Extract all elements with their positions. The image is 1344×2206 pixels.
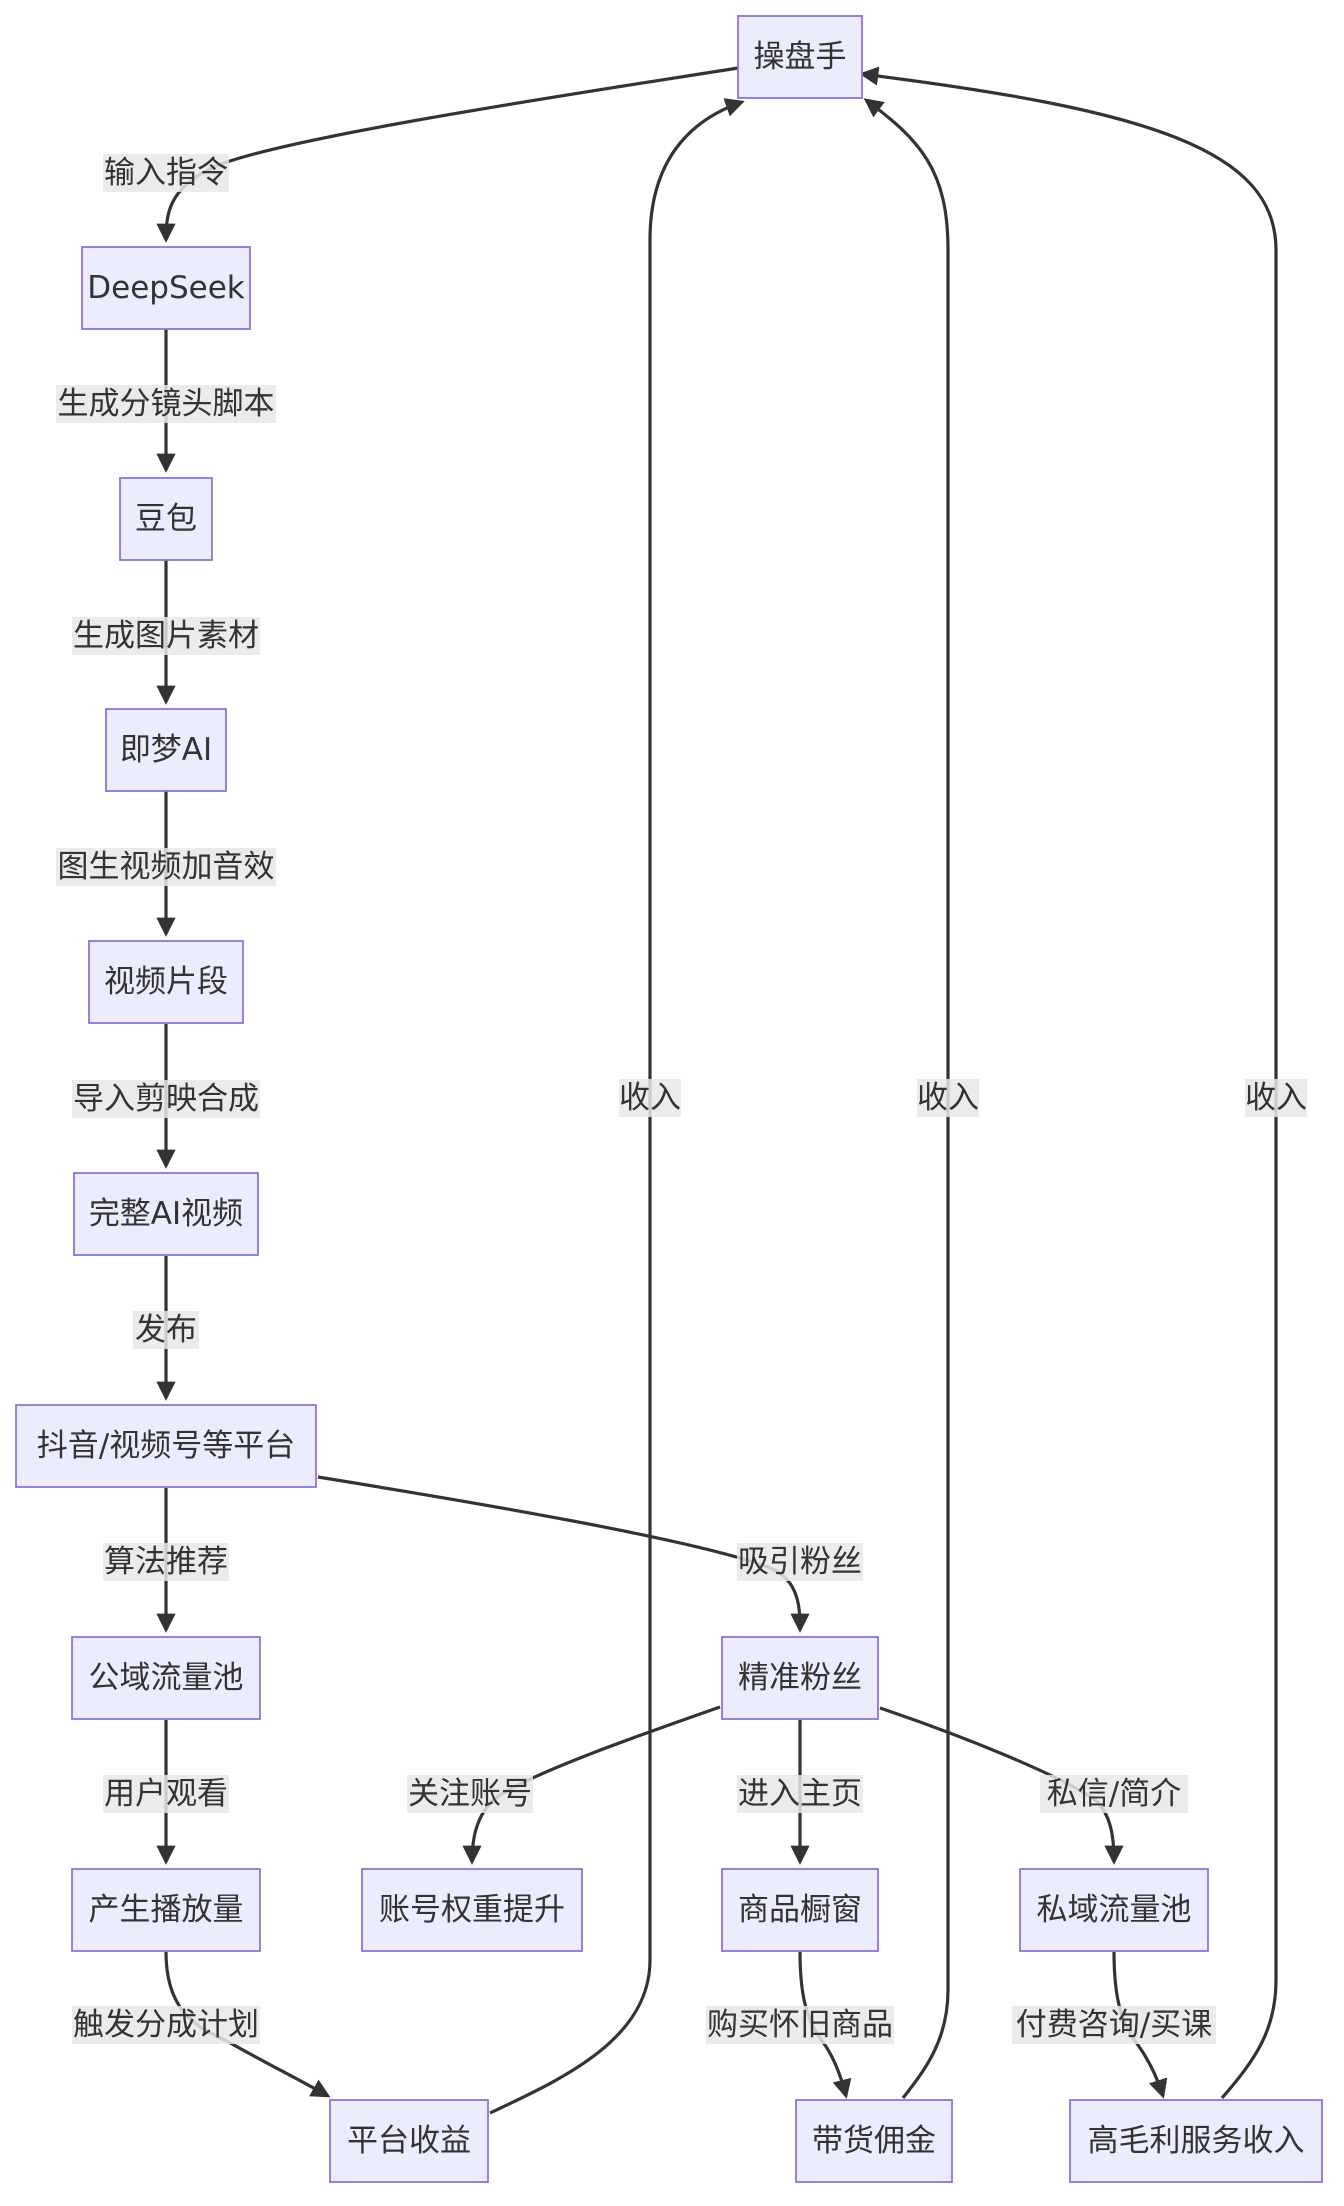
svg-text:豆包: 豆包: [135, 501, 197, 537]
svg-text:收入: 收入: [619, 1080, 681, 1116]
svg-text:账号权重提升: 账号权重提升: [379, 1892, 565, 1928]
node-private-pool[interactable]: 私域流量池: [1019, 1868, 1209, 1952]
edge-platform-fans: [317, 1475, 810, 1633]
node-operator[interactable]: 操盘手: [737, 15, 863, 99]
edge-label-income-1: 收入: [619, 1079, 681, 1117]
node-jimeng[interactable]: 即梦AI: [105, 708, 227, 792]
edge-label-algo: 算法推荐: [103, 1543, 229, 1581]
edge-label-income-2: 收入: [917, 1079, 979, 1117]
edge-label-trigger: 触发分成计划: [72, 2006, 260, 2044]
edge-label-gen-images: 生成图片素材: [72, 617, 260, 655]
svg-text:付费咨询/买课: 付费咨询/买课: [1016, 2007, 1212, 2043]
svg-text:完整AI视频: 完整AI视频: [89, 1196, 243, 1232]
svg-text:高毛利服务收入: 高毛利服务收入: [1088, 2123, 1305, 2159]
edge-platformincome-operator: [489, 98, 745, 2115]
node-account-weight[interactable]: 账号权重提升: [361, 1868, 583, 1952]
node-public-pool[interactable]: 公域流量池: [71, 1636, 261, 1720]
svg-text:生成图片素材: 生成图片素材: [73, 618, 259, 654]
edge-label-enter-home: 进入主页: [737, 1775, 863, 1813]
node-full-video[interactable]: 完整AI视频: [73, 1172, 259, 1256]
edge-label-watch: 用户观看: [103, 1775, 229, 1813]
edge-commission-operator: [863, 98, 950, 2099]
svg-text:进入主页: 进入主页: [738, 1776, 862, 1812]
node-deepseek[interactable]: DeepSeek: [81, 246, 251, 330]
edge-label-attract: 吸引粉丝: [737, 1543, 863, 1581]
node-commission[interactable]: 带货佣金: [795, 2099, 953, 2183]
edge-operator-deepseek: [156, 66, 739, 243]
edge-label-follow: 关注账号: [407, 1775, 533, 1813]
svg-text:发布: 发布: [135, 1312, 197, 1348]
edge-label-paid: 付费咨询/买课: [1012, 2006, 1216, 2044]
svg-text:精准粉丝: 精准粉丝: [738, 1660, 862, 1696]
svg-text:平台收益: 平台收益: [347, 2123, 471, 2159]
edge-label-buy: 购买怀旧商品: [706, 2006, 894, 2044]
edge-privatepool-serviceincome: [1112, 1951, 1168, 2099]
svg-text:输入指令: 输入指令: [104, 155, 228, 191]
svg-text:关注账号: 关注账号: [408, 1776, 532, 1812]
svg-text:收入: 收入: [1245, 1080, 1307, 1116]
svg-text:收入: 收入: [917, 1080, 979, 1116]
node-platform[interactable]: 抖音/视频号等平台: [15, 1404, 317, 1488]
svg-text:带货佣金: 带货佣金: [812, 2123, 936, 2159]
svg-text:生成分镜头脚本: 生成分镜头脚本: [58, 386, 275, 422]
svg-text:公域流量池: 公域流量池: [89, 1660, 244, 1696]
edge-label-income-3: 收入: [1245, 1079, 1307, 1117]
edge-serviceincome-operator: [859, 66, 1278, 2100]
svg-text:商品橱窗: 商品橱窗: [738, 1892, 862, 1928]
svg-text:产生播放量: 产生播放量: [89, 1892, 244, 1928]
svg-text:DeepSeek: DeepSeek: [87, 270, 245, 306]
edge-label-import-edit: 导入剪映合成: [72, 1080, 260, 1118]
edge-labels: 输入指令 生成分镜头脚本 生成图片素材 图生视频加音效 导入剪映合成 发布 算法…: [56, 154, 1307, 2044]
edge-label-input-cmd: 输入指令: [103, 154, 229, 192]
node-plays[interactable]: 产生播放量: [71, 1868, 261, 1952]
svg-text:私域流量池: 私域流量池: [1037, 1892, 1192, 1928]
nodes: 操盘手 DeepSeek 豆包 即梦AI 视频片段 完整AI视频 抖音/视频号等…: [15, 15, 1323, 2183]
node-showcase[interactable]: 商品橱窗: [721, 1868, 879, 1952]
svg-text:用户观看: 用户观看: [104, 1776, 228, 1812]
svg-text:算法推荐: 算法推荐: [104, 1544, 228, 1580]
edge-label-gen-script: 生成分镜头脚本: [56, 385, 276, 423]
svg-text:导入剪映合成: 导入剪映合成: [73, 1081, 259, 1117]
node-clips[interactable]: 视频片段: [88, 940, 244, 1024]
svg-text:吸引粉丝: 吸引粉丝: [738, 1544, 862, 1580]
node-platform-income[interactable]: 平台收益: [329, 2099, 489, 2183]
edge-label-publish: 发布: [133, 1311, 199, 1349]
svg-text:图生视频加音效: 图生视频加音效: [58, 849, 275, 885]
edge-label-img-to-video: 图生视频加音效: [56, 848, 276, 886]
node-doubao[interactable]: 豆包: [119, 477, 213, 561]
node-fans[interactable]: 精准粉丝: [721, 1636, 879, 1720]
svg-text:视频片段: 视频片段: [104, 964, 228, 1000]
svg-text:操盘手: 操盘手: [754, 39, 847, 75]
svg-text:抖音/视频号等平台: 抖音/视频号等平台: [37, 1428, 295, 1464]
svg-text:触发分成计划: 触发分成计划: [73, 2007, 259, 2043]
svg-text:购买怀旧商品: 购买怀旧商品: [707, 2007, 893, 2043]
edge-label-dm-bio: 私信/简介: [1040, 1775, 1188, 1813]
node-service-income[interactable]: 高毛利服务收入: [1069, 2099, 1323, 2183]
svg-text:即梦AI: 即梦AI: [120, 732, 212, 768]
svg-text:私信/简介: 私信/简介: [1047, 1776, 1181, 1812]
